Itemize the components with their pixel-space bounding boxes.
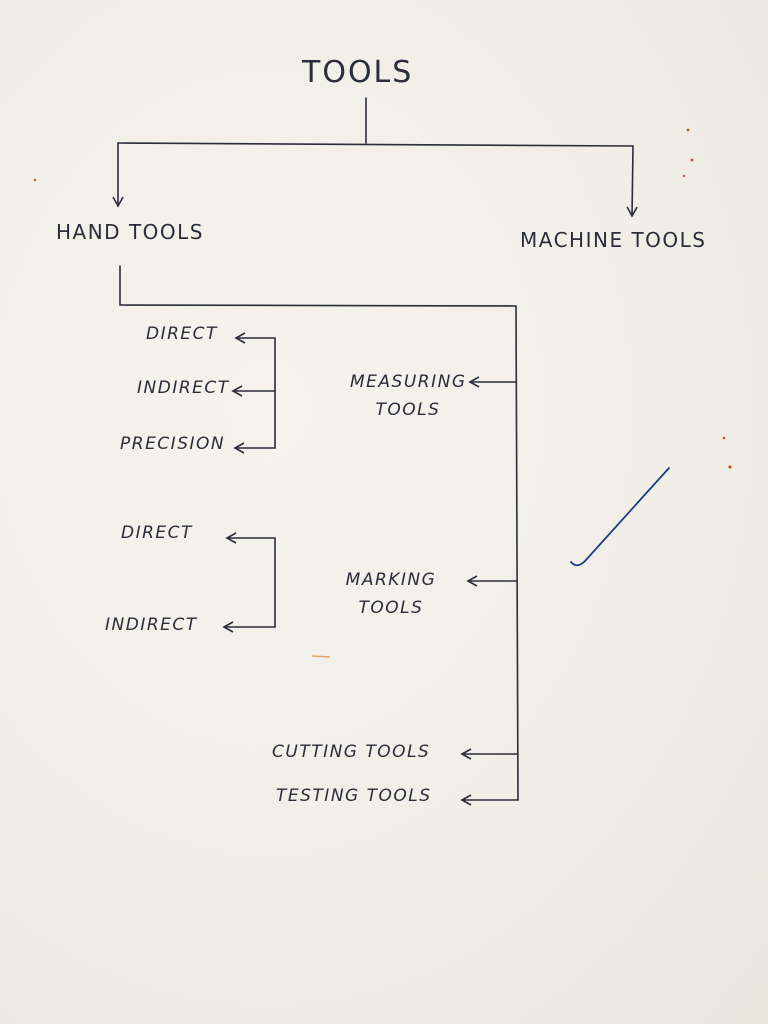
root-bar: [117, 142, 634, 147]
hand-tools-trunk: [515, 305, 519, 801]
marking-tools-label: MARKING TOOLS: [338, 566, 444, 622]
paper-smudge: [311, 655, 331, 658]
measuring-tools-label: MEASURING TOOLS: [350, 368, 466, 424]
testing-tools-label: TESTING TOOLS: [276, 786, 432, 806]
marking-subtype-indirect: INDIRECT: [105, 615, 198, 635]
check-mark-icon: [570, 467, 670, 567]
measuring-tools-line2: TOOLS: [375, 400, 441, 420]
hand-tools-drop: [119, 265, 517, 307]
machine-tools-label: MACHINE TOOLS: [520, 228, 707, 252]
marking-tools-line2: TOOLS: [358, 598, 424, 618]
root-node-label: TOOLS: [302, 55, 414, 90]
measuring-tools-line1: MEASURING: [350, 372, 467, 392]
measuring-subtype-precision: PRECISION: [120, 434, 226, 454]
measuring-subtype-indirect: INDIRECT: [137, 378, 230, 398]
marking-subtype-direct: DIRECT: [121, 523, 193, 543]
arrow-machine-tools: [626, 145, 638, 218]
paper-specks: [33, 128, 732, 469]
cutting-tools-label: CUTTING TOOLS: [272, 742, 431, 762]
marking-tools-line1: MARKING: [345, 570, 437, 590]
hand-tools-label: HAND TOOLS: [56, 220, 204, 244]
measuring-subtype-direct: DIRECT: [146, 324, 218, 344]
